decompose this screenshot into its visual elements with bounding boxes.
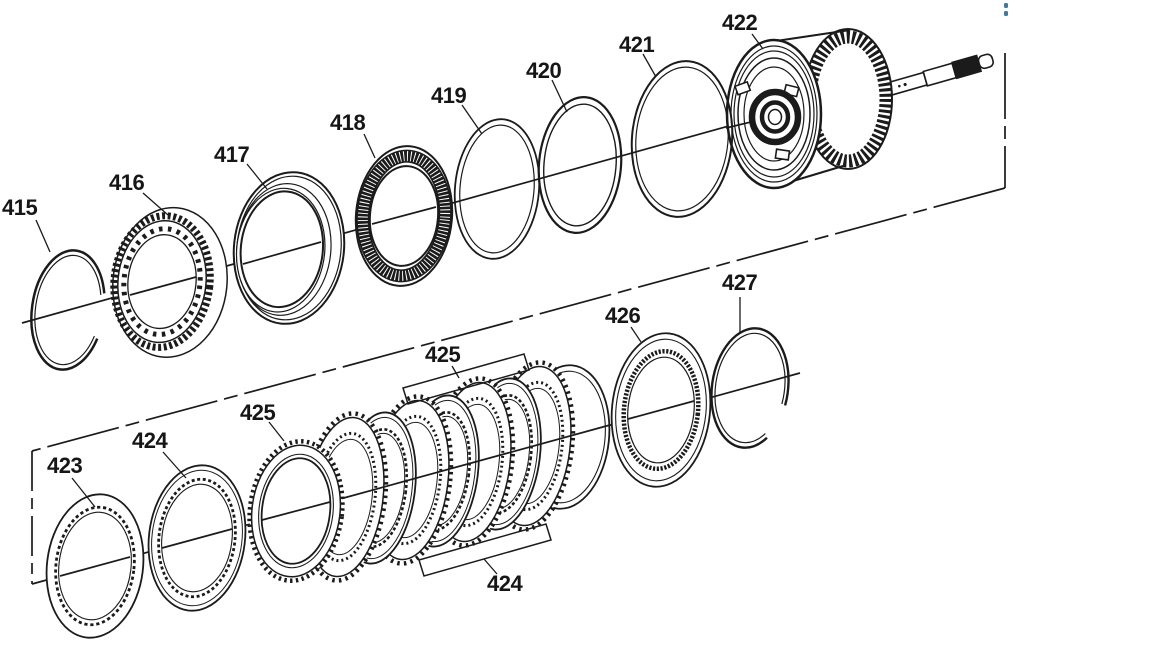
leader-425-group (451, 365, 460, 379)
leader-417 (246, 163, 268, 190)
phantom-line-diagonal (31, 187, 1006, 452)
group-bracket-424 (418, 523, 552, 577)
leader-426 (630, 326, 642, 343)
part-415-snap-ring (30, 249, 106, 371)
leader-424-left (162, 451, 187, 479)
callout-415: 415 (2, 195, 38, 220)
leader-418 (363, 133, 376, 159)
leader-419 (461, 104, 483, 135)
callout-425-left: 425 (240, 400, 276, 425)
callout-427: 427 (722, 270, 758, 295)
leader-lines (35, 33, 764, 575)
leader-424-group (483, 558, 498, 575)
drum-lug-lower (774, 148, 791, 161)
upper-axis-line-over-418 (371, 206, 437, 225)
part-418-splined-ring (354, 145, 454, 287)
part-421-ring (630, 60, 734, 218)
callout-419: 419 (431, 83, 467, 108)
leader-421 (642, 53, 657, 78)
lower-axis-line-over-423 (59, 556, 131, 577)
callout-424-left: 424 (132, 428, 168, 453)
drum-lug-upper-left (733, 80, 752, 96)
part-422-drum-face (725, 38, 823, 190)
callout-421: 421 (619, 32, 655, 57)
clutch-pack (301, 353, 611, 583)
leader-420 (551, 79, 568, 113)
callout-418: 418 (330, 110, 366, 135)
leader-425-left (268, 421, 285, 442)
callout-417: 417 (214, 142, 250, 167)
callout-420: 420 (526, 58, 562, 83)
leader-423 (71, 477, 96, 508)
leader-416 (142, 192, 169, 216)
lower-axis-line-over-425 (261, 501, 331, 521)
part-420-ring (537, 96, 623, 234)
drum-hub-bore (767, 108, 783, 126)
upper-axis-line-over-416 (129, 276, 197, 296)
lower-axis-line-over-426 (627, 400, 695, 420)
lower-axis-line-over-424 (161, 528, 233, 549)
callout-426: 426 (605, 303, 641, 328)
part-416-toothed-ring (110, 206, 228, 358)
upper-axis-line-over-417 (242, 241, 322, 265)
callout-416: 416 (109, 170, 145, 195)
callout-425-group: 425 (425, 342, 461, 367)
part-417-band (232, 171, 346, 325)
blue-artifact-mark (1004, 3, 1008, 16)
callout-424-group: 424 (487, 571, 523, 596)
part-419-ring (453, 118, 541, 260)
leader-415 (35, 219, 51, 253)
group-bracket-425 (402, 353, 530, 405)
callout-422: 422 (722, 10, 758, 35)
lower-axis-line-over-pack (339, 424, 611, 500)
part-427-snap-ring (710, 327, 790, 449)
leader-422 (751, 33, 764, 50)
callout-423: 423 (47, 453, 83, 478)
